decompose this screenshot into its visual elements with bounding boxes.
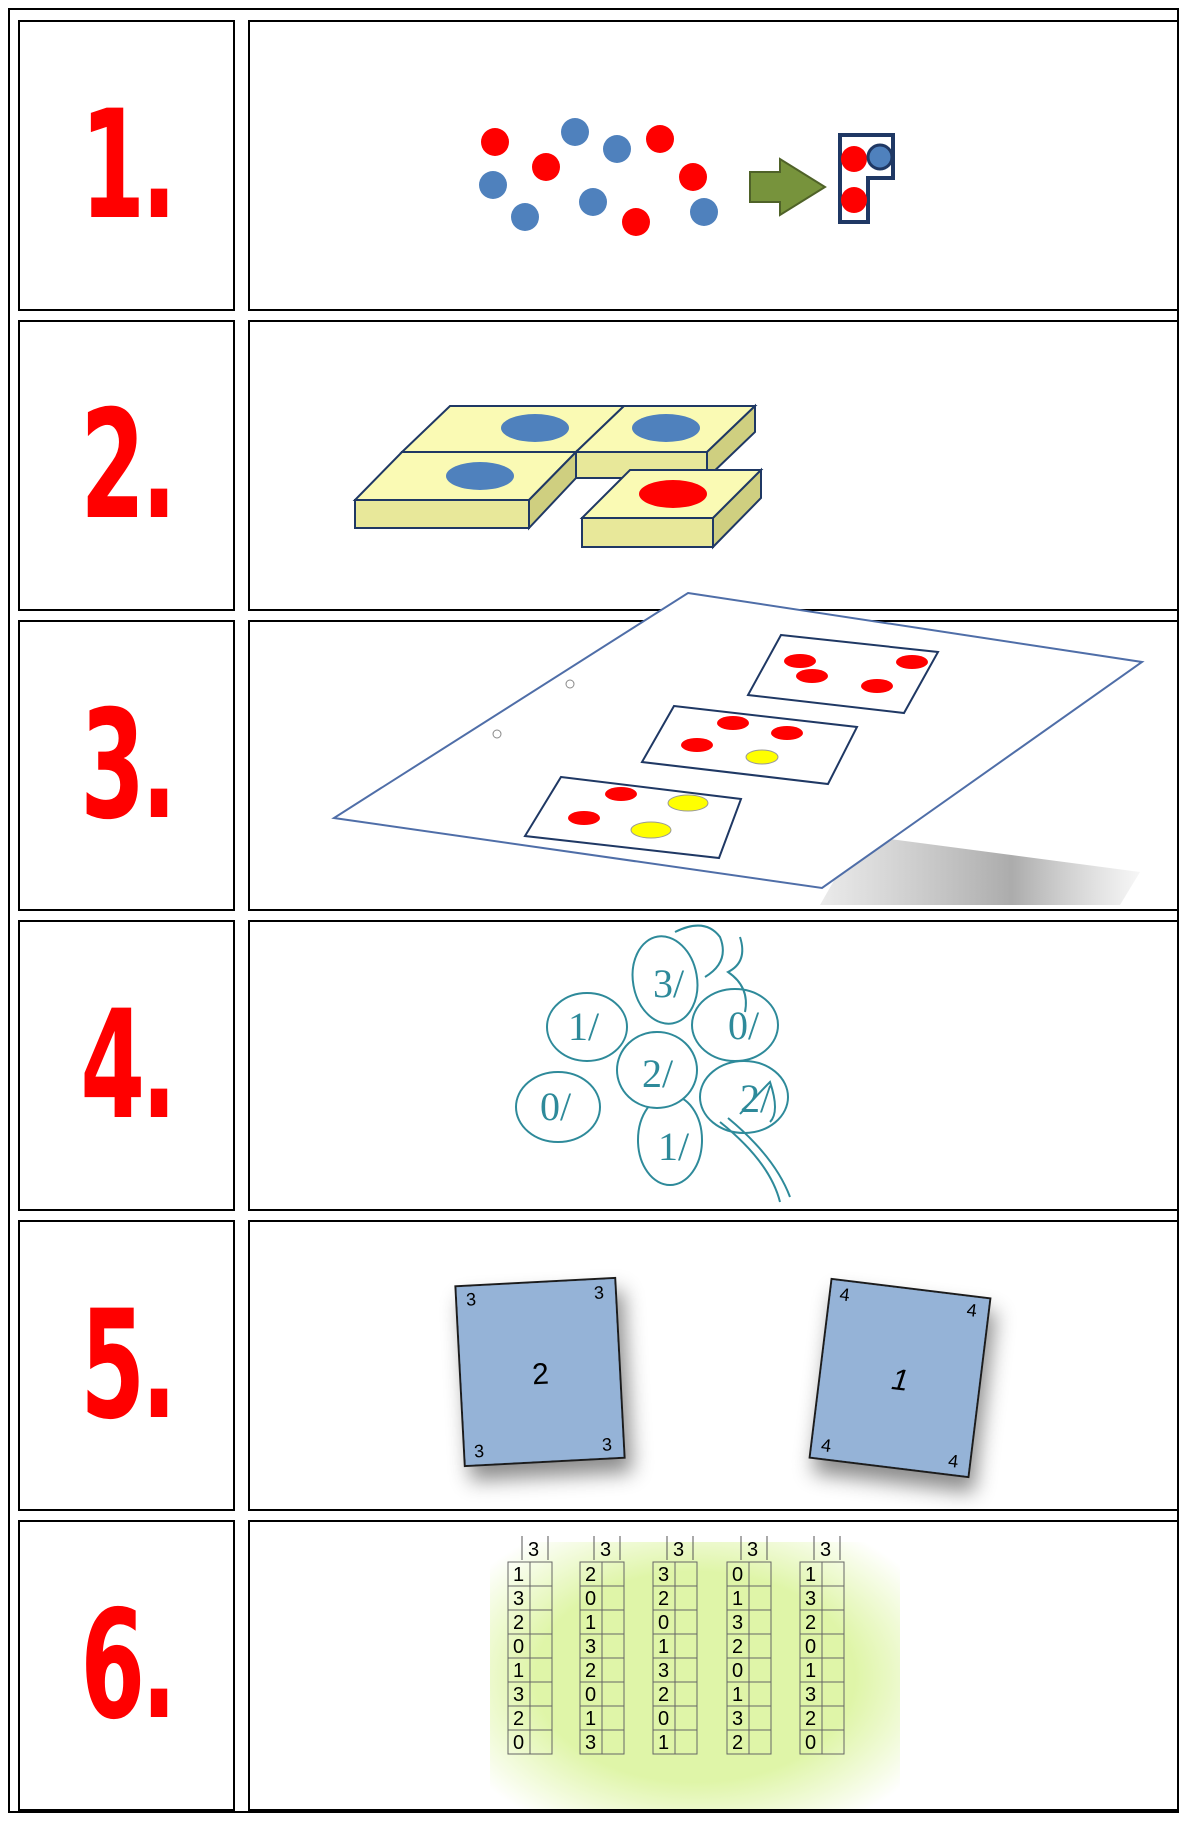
step-illustration-4: 3/ 1/ 0/ 2/ 2/ 0/ 1/ (248, 920, 1179, 1211)
step-number-6: 6. (18, 1520, 235, 1811)
arrow-right-icon (750, 159, 825, 215)
column-header: 3 (673, 1539, 684, 1561)
column-value: 2 (513, 1612, 524, 1634)
petal-lower-right: 2/ (740, 1076, 772, 1121)
column-value: 1 (732, 1684, 743, 1706)
step-illustration-3 (248, 620, 1179, 911)
number-cards: 2 3 3 3 3 1 4 4 4 4 (250, 1222, 1179, 1511)
column-value: 2 (732, 1732, 743, 1754)
column-header: 3 (820, 1539, 831, 1561)
petal-lower-left: 0/ (540, 1084, 572, 1129)
card-left-corner-br: 3 (601, 1434, 612, 1454)
card-right: 1 4 4 4 4 (810, 1279, 991, 1477)
column-value: 0 (658, 1612, 669, 1634)
column-value: 3 (658, 1564, 669, 1586)
column-value: 2 (732, 1636, 743, 1658)
flower-center: 2/ (642, 1051, 674, 1096)
step-number-2-label: 2. (80, 391, 173, 541)
flower-drawing: 3/ 1/ 0/ 2/ 2/ 0/ 1/ (250, 922, 1179, 1211)
card-left: 2 3 3 3 3 (455, 1278, 624, 1466)
step-illustration-2 (248, 320, 1179, 611)
petal-upper-right: 0/ (728, 1003, 760, 1048)
l-tile-icon (840, 135, 893, 222)
column-value: 2 (585, 1564, 596, 1586)
card-left-value: 2 (531, 1358, 549, 1392)
column-value: 0 (805, 1636, 816, 1658)
step-illustration-1 (248, 20, 1179, 311)
column-value: 3 (513, 1684, 524, 1706)
petal-top: 3/ (653, 961, 685, 1006)
column-value: 1 (732, 1588, 743, 1610)
column-value: 2 (658, 1684, 669, 1706)
column-header: 3 (600, 1539, 611, 1561)
column-value: 1 (658, 1636, 669, 1658)
step-number-2: 2. (18, 320, 235, 611)
column-value: 0 (585, 1588, 596, 1610)
column-value: 1 (513, 1564, 524, 1586)
column-value: 3 (513, 1588, 524, 1610)
petal-upper-left: 1/ (568, 1004, 600, 1049)
column-value: 1 (805, 1660, 816, 1682)
column-value: 1 (585, 1708, 596, 1730)
column-value: 0 (513, 1732, 524, 1754)
column-value: 0 (805, 1732, 816, 1754)
step-number-5: 5. (18, 1220, 235, 1511)
card-left-corner-tr: 3 (593, 1283, 604, 1303)
step-number-4: 4. (18, 920, 235, 1211)
column-value: 1 (585, 1612, 596, 1634)
column-value: 3 (732, 1612, 743, 1634)
column-value: 0 (732, 1564, 743, 1586)
petal-bottom: 1/ (658, 1124, 690, 1169)
column-value: 1 (658, 1732, 669, 1754)
column-value: 3 (658, 1660, 669, 1682)
step-number-6-label: 6. (80, 1591, 173, 1741)
step-illustration-5: 2 3 3 3 3 1 4 4 4 4 (248, 1220, 1179, 1511)
step-number-3: 3. (18, 620, 235, 911)
column-value: 2 (805, 1612, 816, 1634)
step-number-1: 1. (18, 20, 235, 311)
step-number-5-label: 5. (80, 1291, 173, 1441)
column-value: 1 (805, 1564, 816, 1586)
column-value: 2 (805, 1708, 816, 1730)
step-number-4-label: 4. (80, 991, 173, 1141)
column-header: 3 (747, 1539, 758, 1561)
column-value: 3 (805, 1684, 816, 1706)
column-value: 0 (732, 1660, 743, 1682)
column-header: 3 (528, 1539, 539, 1561)
column-value: 3 (585, 1636, 596, 1658)
column-value: 2 (585, 1660, 596, 1682)
column-value: 3 (805, 1588, 816, 1610)
column-value: 0 (585, 1684, 596, 1706)
tiles-3d-illustration (250, 322, 1179, 611)
step-number-1-label: 1. (80, 91, 173, 241)
column-value: 1 (513, 1660, 524, 1682)
scattered-dots (479, 118, 718, 236)
column-value: 0 (513, 1636, 524, 1658)
dots-to-tile-illustration (250, 22, 1179, 311)
column-value: 0 (658, 1708, 669, 1730)
column-value: 2 (513, 1708, 524, 1730)
number-columns-sheet: 3132013203201320133320132013013201323132… (250, 1522, 1179, 1811)
card-left-corner-tl: 3 (466, 1289, 477, 1309)
column-value: 3 (585, 1732, 596, 1754)
column-value: 2 (658, 1588, 669, 1610)
column-value: 3 (732, 1708, 743, 1730)
card-left-corner-bl: 3 (474, 1441, 485, 1461)
step-number-3-label: 3. (80, 691, 173, 841)
